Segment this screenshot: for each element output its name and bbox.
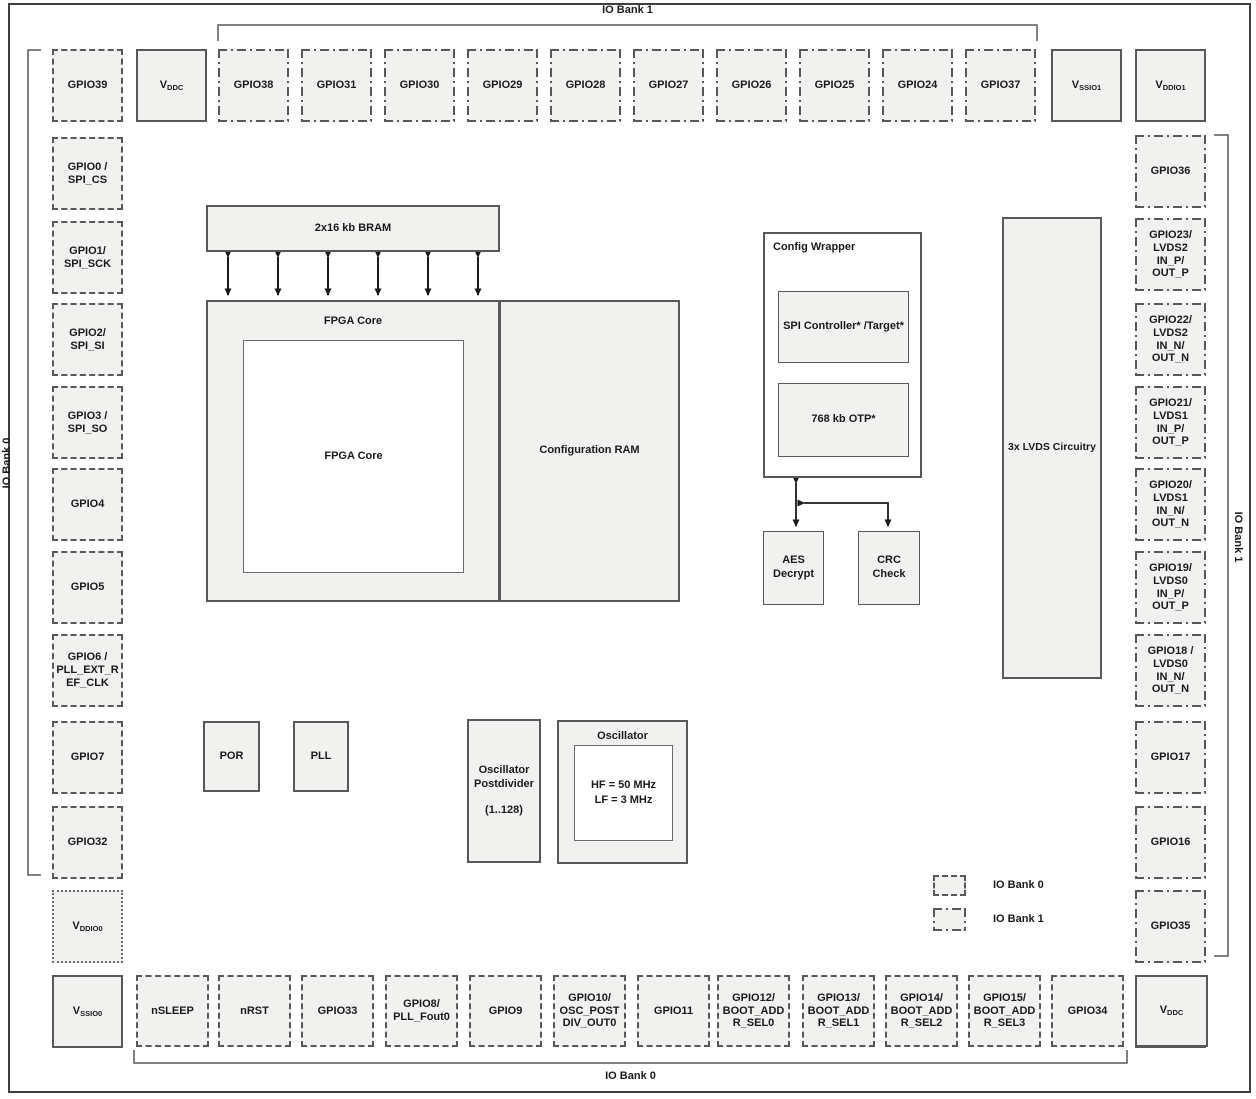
pin-gpio30: GPIO30 bbox=[384, 49, 455, 122]
pin-gpio5: GPIO5 bbox=[52, 551, 123, 624]
pin-gpio18: GPIO18 / LVDS0 IN_N/ OUT_N bbox=[1135, 634, 1206, 707]
pin-gpio17: GPIO17 bbox=[1135, 721, 1206, 794]
oscillator-frequencies-box: HF = 50 MHz LF = 3 MHz bbox=[574, 745, 673, 841]
pin-gpio11: GPIO11 bbox=[637, 975, 710, 1047]
lvds-circuitry-block: 3x LVDS Circuitry bbox=[1002, 217, 1102, 679]
legend-io-bank1-label: IO Bank 1 bbox=[993, 913, 1044, 925]
bram-block: 2x16 kb BRAM bbox=[206, 205, 500, 252]
pin-gpio6: GPIO6 / PLL_EXT_R EF_CLK bbox=[52, 634, 123, 707]
pin-gpio1: GPIO1/ SPI_SCK bbox=[52, 221, 123, 294]
fpga-core-inner-block: FPGA Core bbox=[243, 340, 464, 573]
pin-vddio1: VDDIO1 bbox=[1135, 49, 1206, 122]
pin-gpio36: GPIO36 bbox=[1135, 135, 1206, 208]
pin-gpio32: GPIO32 bbox=[52, 806, 123, 879]
pin-gpio14: GPIO14/ BOOT_ADD R_SEL2 bbox=[885, 975, 958, 1047]
pin-vssio0: VSSIO0 bbox=[52, 975, 123, 1048]
pin-gpio10: GPIO10/ OSC_POST DIV_OUT0 bbox=[553, 975, 626, 1047]
pin-vddio0: VDDIO0 bbox=[52, 890, 123, 963]
pin-gpio37: GPIO37 bbox=[965, 49, 1036, 122]
legend-io-bank1-swatch bbox=[933, 908, 966, 931]
por-block: POR bbox=[203, 721, 260, 792]
pin-gpio3: GPIO3 / SPI_SO bbox=[52, 386, 123, 459]
config-wrapper-label: Config Wrapper bbox=[773, 241, 856, 253]
oscillator-label: Oscillator bbox=[597, 730, 648, 742]
otp-block: 768 kb OTP* bbox=[778, 383, 909, 457]
pin-gpio9: GPIO9 bbox=[469, 975, 542, 1047]
oscillator-postdivider-block: Oscillator Postdivider (1..128) bbox=[467, 719, 541, 863]
configuration-ram-block: Configuration RAM bbox=[499, 300, 680, 602]
pin-gpio28: GPIO28 bbox=[550, 49, 621, 122]
pin-gpio33: GPIO33 bbox=[301, 975, 374, 1047]
pin-gpio20: GPIO20/ LVDS1 IN_N/ OUT_N bbox=[1135, 468, 1206, 541]
pll-block: PLL bbox=[293, 721, 349, 792]
pin-gpio27: GPIO27 bbox=[633, 49, 704, 122]
chip-outline bbox=[8, 3, 1251, 1093]
pin-vddc: VDDC bbox=[1135, 975, 1208, 1047]
pin-gpio2: GPIO2/ SPI_SI bbox=[52, 303, 123, 376]
io-bank1-right-label: IO Bank 1 bbox=[1232, 511, 1244, 563]
pin-gpio25: GPIO25 bbox=[799, 49, 870, 122]
pin-nsleep: nSLEEP bbox=[136, 975, 209, 1047]
legend-io-bank0-swatch bbox=[933, 875, 966, 896]
pin-vddc: VDDC bbox=[136, 49, 207, 122]
pin-gpio39: GPIO39 bbox=[52, 49, 123, 122]
pin-gpio16: GPIO16 bbox=[1135, 806, 1206, 879]
pin-gpio38: GPIO38 bbox=[218, 49, 289, 122]
pin-gpio12: GPIO12/ BOOT_ADD R_SEL0 bbox=[717, 975, 790, 1047]
fpga-core-outer-label: FPGA Core bbox=[323, 315, 383, 327]
pin-gpio24: GPIO24 bbox=[882, 49, 953, 122]
pin-nrst: nRST bbox=[218, 975, 291, 1047]
pin-gpio0: GPIO0 / SPI_CS bbox=[52, 137, 123, 210]
pin-gpio29: GPIO29 bbox=[467, 49, 538, 122]
crc-check-block: CRC Check bbox=[858, 531, 920, 605]
pin-gpio15: GPIO15/ BOOT_ADD R_SEL3 bbox=[968, 975, 1041, 1047]
aes-decrypt-block: AES Decrypt bbox=[763, 531, 824, 605]
pin-gpio35: GPIO35 bbox=[1135, 890, 1206, 963]
oscillator-postdivider-label: Oscillator Postdivider bbox=[474, 763, 534, 790]
pin-gpio13: GPIO13/ BOOT_ADD R_SEL1 bbox=[802, 975, 875, 1047]
io-bank1-top-label: IO Bank 1 bbox=[602, 4, 653, 16]
pin-gpio7: GPIO7 bbox=[52, 721, 123, 794]
pin-gpio4: GPIO4 bbox=[52, 468, 123, 541]
pin-gpio31: GPIO31 bbox=[301, 49, 372, 122]
pin-gpio19: GPIO19/ LVDS0 IN_P/ OUT_P bbox=[1135, 551, 1206, 624]
pin-gpio22: GPIO22/ LVDS2 IN_N/ OUT_N bbox=[1135, 303, 1206, 376]
pin-gpio34: GPIO34 bbox=[1051, 975, 1124, 1047]
legend-io-bank0-label: IO Bank 0 bbox=[993, 879, 1044, 891]
io-bank0-left-label: IO Bank 0 bbox=[1, 437, 13, 489]
oscillator-block: Oscillator HF = 50 MHz LF = 3 MHz bbox=[557, 720, 688, 864]
oscillator-postdivider-range: (1..128) bbox=[485, 804, 523, 817]
spi-controller-block: SPI Controller* /Target* bbox=[778, 291, 909, 363]
io-bank0-bottom-label: IO Bank 0 bbox=[605, 1070, 656, 1082]
pin-gpio21: GPIO21/ LVDS1 IN_P/ OUT_P bbox=[1135, 386, 1206, 459]
pin-gpio23: GPIO23/ LVDS2 IN_P/ OUT_P bbox=[1135, 218, 1206, 291]
pin-vssio1: VSSIO1 bbox=[1051, 49, 1122, 122]
pin-gpio26: GPIO26 bbox=[716, 49, 787, 122]
pin-gpio8: GPIO8/ PLL_Fout0 bbox=[385, 975, 458, 1047]
